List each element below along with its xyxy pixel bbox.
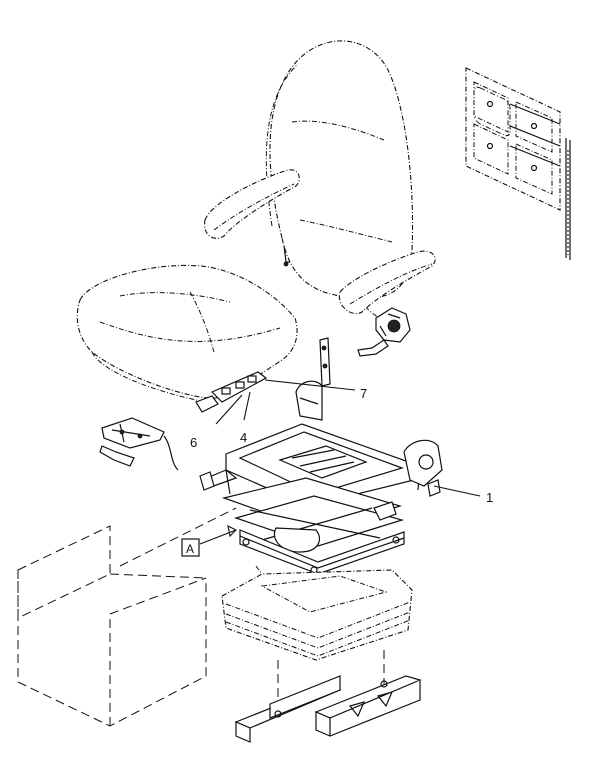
mounting-rails [234,650,422,743]
seat-cushion [76,264,298,405]
callout-6: 6 [190,435,197,450]
height-adjust-bracket [403,439,443,497]
seat-base-platform [221,565,413,661]
recline-mechanism [357,307,411,357]
suspension-scissor [221,477,405,575]
left-armrest [204,169,300,239]
detail-label: A [186,542,194,556]
callout-4: 4 [240,430,247,445]
right-armrest [338,250,436,314]
slide-adjuster-arm [295,337,331,421]
detail-label-box: A [181,538,200,557]
callout-7: 7 [360,386,367,401]
seat-control-panel [195,371,268,413]
phantom-enclosure [17,507,237,727]
callout-1: 1 [486,490,493,505]
lumbar-control-switch [99,417,179,471]
lumbar-support-pad [465,67,571,260]
leader-lines [199,379,481,545]
seat-back [265,40,414,319]
